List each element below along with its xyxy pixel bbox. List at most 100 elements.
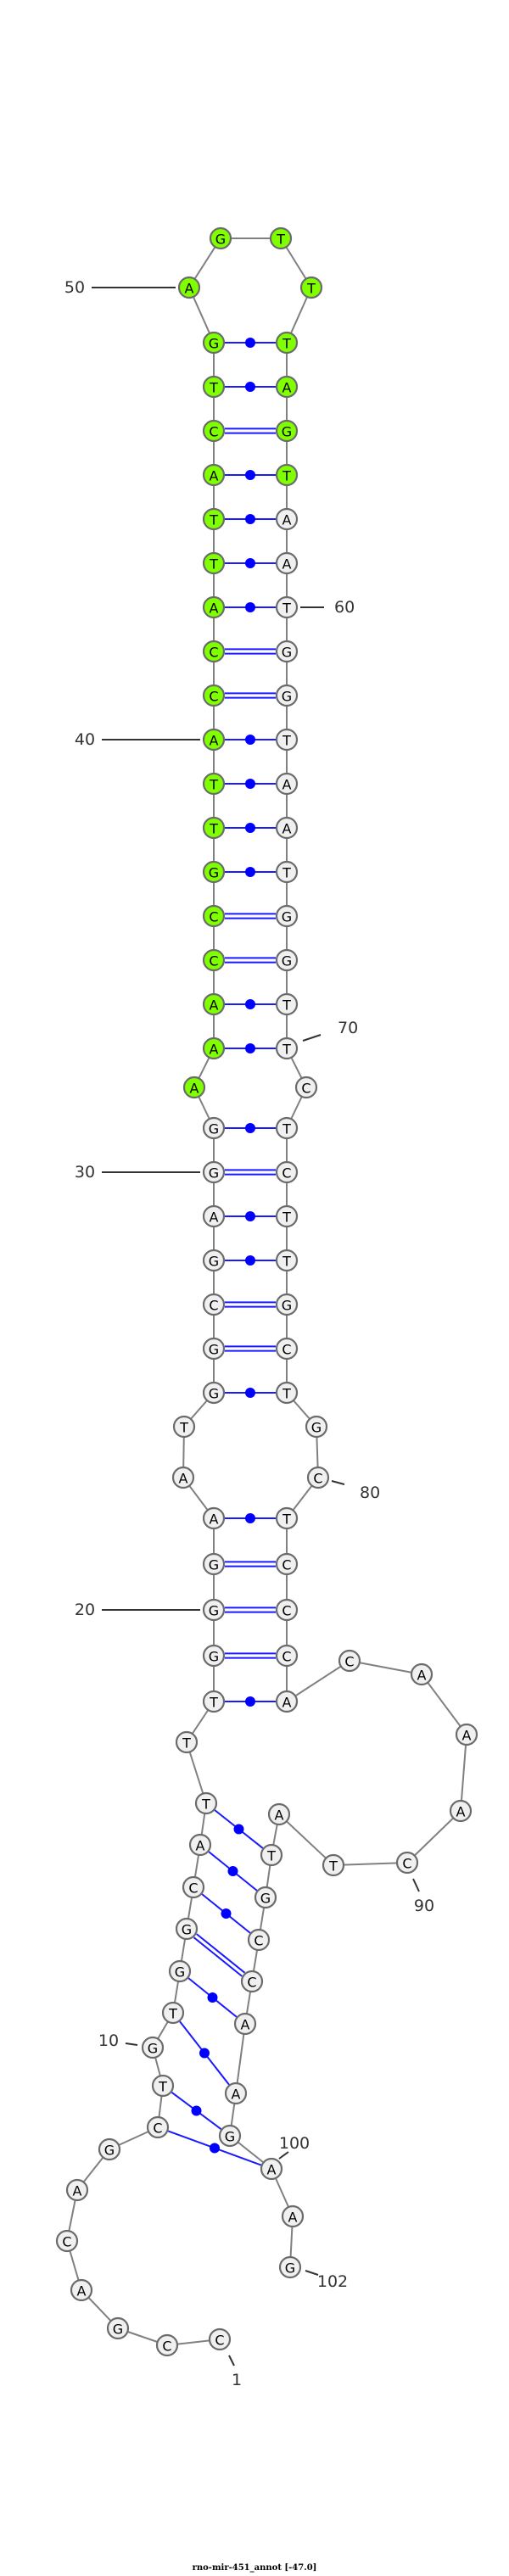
nucleotide-28: G (202, 1249, 226, 1272)
nucleotide-letter: G (209, 1649, 219, 1665)
base-pair-19-84 (225, 1652, 276, 1659)
nucleotide-letter: A (196, 1838, 205, 1854)
nucleotide-circle (175, 1730, 199, 1754)
gc-bond-line (196, 1933, 246, 1974)
base-pair-49-54 (225, 338, 276, 348)
position-number: 40 (75, 730, 95, 749)
position-label-102: 102 (305, 2270, 348, 2291)
position-number: 1 (232, 2371, 242, 2389)
bond-dot (245, 867, 255, 877)
nucleotide-letter: A (282, 821, 292, 837)
base-pair-45-58 (225, 514, 276, 524)
bond-dot (245, 779, 255, 789)
nucleotide-42: C (202, 640, 226, 663)
nucleotide-65: A (275, 816, 299, 840)
base-pair-40-63 (225, 735, 276, 745)
nucleotide-11: T (161, 2001, 185, 2025)
nucleotide-75: T (275, 1249, 299, 1272)
nucleotide-69: T (275, 992, 299, 1016)
bond-dot (245, 602, 255, 612)
nucleotide-58: A (275, 507, 299, 531)
nucleotide-93: T (260, 1843, 283, 1867)
nucleotide-36: C (202, 904, 226, 928)
nucleotide-letter: T (328, 1858, 338, 1875)
nucleotide-letter: C (282, 1603, 291, 1619)
bond-dot (245, 1123, 255, 1133)
nucleotide-99: G (218, 2124, 242, 2148)
nucleotide-letter: G (282, 909, 292, 925)
nucleotide-letter: G (175, 1964, 185, 1981)
bond-dot (245, 1255, 255, 1266)
nucleotide-letter: T (182, 1735, 191, 1752)
nucleotide-circle (202, 1598, 226, 1622)
nucleotide-101: A (281, 2204, 305, 2228)
label-tick (305, 2270, 319, 2276)
base-pair-33-70 (225, 1043, 276, 1053)
nucleotide-48: T (202, 375, 226, 399)
nucleotide-circle (275, 419, 299, 443)
nucleotide-letter: G (209, 1254, 219, 1270)
nucleotide-circle (275, 551, 299, 575)
nucleotide-circle (202, 816, 226, 840)
nucleotide-circle (275, 375, 299, 399)
nucleotide-3: G (106, 2316, 130, 2340)
nucleotide-circle (395, 1851, 419, 1875)
nucleotide-68: G (275, 948, 299, 972)
label-tick (228, 2355, 235, 2366)
position-label-60: 60 (300, 598, 355, 617)
nucleotide-circle (202, 948, 226, 972)
nucleotide-45: T (202, 507, 226, 531)
nucleotide-circle (410, 1662, 433, 1686)
nucleotide-85: A (275, 1690, 299, 1713)
bond-dot (245, 1211, 255, 1221)
backbone-segment (278, 1813, 334, 1866)
nucleotide-circle (141, 2036, 165, 2059)
nucleotide-letter: T (209, 380, 218, 396)
nucleotide-circle (177, 276, 201, 299)
nucleotide-1: C (208, 2327, 232, 2351)
nucleotide-letter: A (185, 281, 194, 297)
base-pair-36-67 (225, 913, 276, 919)
nucleotide-34: A (202, 992, 226, 1016)
nucleotide-91: T (322, 1853, 345, 1877)
nucleotide-2: C (155, 2333, 179, 2357)
position-label-100: 100 (278, 2134, 310, 2160)
nucleotide-letter: G (209, 1121, 219, 1137)
nucleotides: CCGACAGCTGTGGCATTTGGGAATGGCGAGGAAACCGTTA… (55, 226, 478, 2357)
nucleotide-80: C (306, 1466, 330, 1489)
nucleotide-54: T (275, 331, 299, 355)
nucleotide-letter: A (210, 997, 219, 1014)
nucleotide-letter: G (282, 1298, 292, 1314)
nucleotide-letter: C (153, 2121, 162, 2137)
nucleotide-letter: C (62, 2234, 71, 2250)
nucleotide-letter: A (210, 733, 219, 749)
nucleotide-circle (269, 226, 293, 250)
nucleotide-letter: C (209, 909, 218, 925)
position-label-40: 40 (75, 730, 200, 749)
nucleotide-circle (218, 2124, 242, 2148)
nucleotide-circle (168, 1959, 192, 1983)
nucleotide-circle (55, 2229, 79, 2253)
backbone-segment (235, 2023, 246, 2094)
nucleotide-circle (188, 1833, 212, 1857)
nucleotide-5: C (55, 2229, 79, 2253)
nucleotide-17: T (175, 1730, 199, 1754)
nucleotide-circle (240, 1970, 264, 1993)
nucleotide-circle (202, 507, 226, 531)
nucleotide-circle (202, 860, 226, 884)
nucleotide-letter: G (311, 1420, 322, 1436)
base-pair-15-94 (208, 1851, 258, 1891)
nucleotide-circle (65, 2178, 89, 2202)
nucleotide-circle (275, 1116, 299, 1140)
nucleotide-circle (275, 331, 299, 355)
bond-dot (245, 823, 255, 833)
nucleotide-13: G (175, 1917, 199, 1941)
nucleotide-90: C (395, 1851, 419, 1875)
position-number: 70 (338, 1019, 358, 1037)
nucleotide-22: A (202, 1506, 226, 1530)
nucleotide-circle (202, 375, 226, 399)
nucleotide-letter: A (267, 2162, 277, 2178)
nucleotide-circle (254, 1886, 277, 1909)
nucleotide-circle (260, 2157, 283, 2181)
nucleotide-circle (171, 1466, 195, 1489)
